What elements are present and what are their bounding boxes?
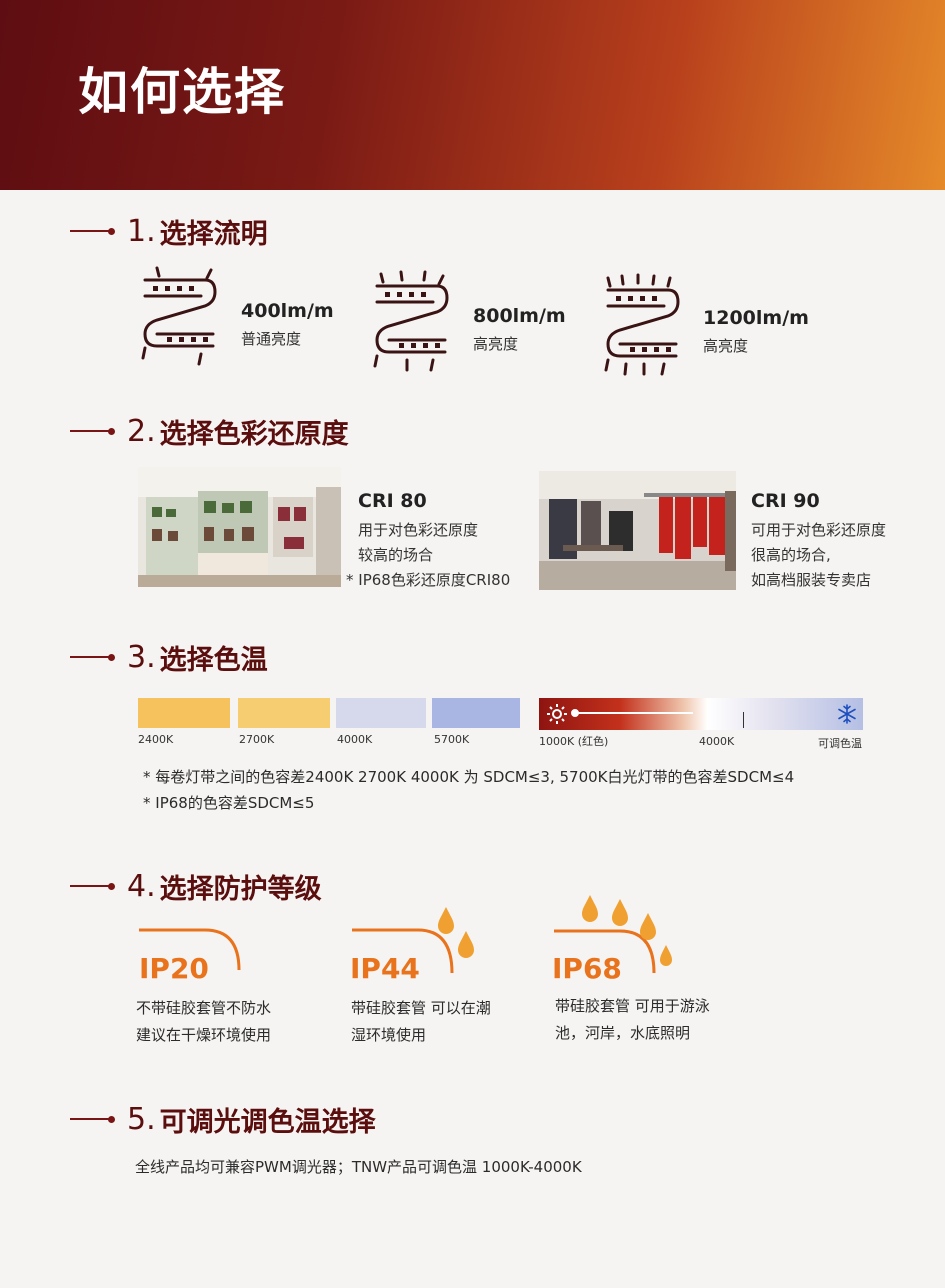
swatch-label: 4000K <box>337 733 373 746</box>
water-drop-icon <box>660 945 672 966</box>
water-drop-icon <box>612 899 628 926</box>
led-strip-icon <box>373 270 449 372</box>
cri-line: 如高档服装专卖店 <box>751 571 872 589</box>
title-dot <box>108 882 115 890</box>
ip44-desc: 带硅胶套管 可以在潮 湿环境使用 <box>351 995 491 1049</box>
section-title-cri: 2. 选择色彩还原度 <box>70 411 349 451</box>
ip-desc-line: 带硅胶套管 可以在潮 <box>351 999 491 1017</box>
cri-line: 较高的场合 <box>358 546 434 564</box>
cri-title: CRI 80 <box>358 490 427 512</box>
ip-desc-line: 不带硅胶套管不防水 <box>136 999 272 1017</box>
title-line <box>70 230 110 232</box>
lumen-desc: 普通亮度 <box>241 330 302 348</box>
ip20-icon: IP20 <box>139 928 241 985</box>
lumen-desc: 高亮度 <box>703 337 749 355</box>
cct-marker <box>743 712 744 728</box>
ip-desc-line: 带硅胶套管 可用于游泳 <box>555 997 710 1015</box>
cct-swatch-2700k <box>238 698 330 728</box>
title-dot <box>108 427 115 435</box>
water-drop-icon <box>582 895 598 922</box>
title-line <box>70 885 110 887</box>
swatch-label: 2700K <box>239 733 275 746</box>
cri-line: 很高的场合, <box>751 546 831 564</box>
lumen-value: 800lm/m <box>473 305 566 327</box>
section-label: 可调光调色温选择 <box>159 1106 376 1138</box>
water-drop-icon <box>458 931 474 958</box>
section-number: 4. <box>127 868 156 904</box>
sun-icon <box>547 704 567 724</box>
water-drop-icon <box>640 913 656 940</box>
title-line <box>70 430 110 432</box>
water-drop-icon <box>438 907 454 934</box>
ip-rating-text: IP68 <box>552 952 622 985</box>
tunable-end-label: 可调色温 <box>818 737 862 750</box>
led-strip-icon <box>141 266 217 366</box>
title-dot <box>108 227 115 235</box>
retail-shelf-photo <box>138 467 341 587</box>
ip44-icon: IP44 <box>350 907 474 985</box>
lumen-option-400: 400lm/m 普通亮度 <box>241 300 334 349</box>
section-title-cct: 3. 选择色温 <box>70 637 268 677</box>
section-label: 选择色彩还原度 <box>159 418 349 450</box>
ip-rating-text: IP44 <box>350 952 420 985</box>
tunable-cct-bar <box>539 698 863 730</box>
tunable-start-label: 1000K (红色) <box>539 735 609 748</box>
lumen-value: 400lm/m <box>241 300 334 322</box>
dimming-text: 全线产品均可兼容PWM调光器；TNW产品可调色温 1000K-4000K <box>135 1158 582 1176</box>
swatch-label: 5700K <box>434 733 470 746</box>
section-title-dimming: 5. 可调光调色温选择 <box>70 1099 376 1139</box>
ip68-desc: 带硅胶套管 可用于游泳 池，河岸，水底照明 <box>555 993 710 1047</box>
section-title-lumen: 1. 选择流明 <box>70 211 268 251</box>
cct-swatch-5700k <box>432 698 520 728</box>
section-label: 选择色温 <box>159 644 268 676</box>
ip-rating-text: IP20 <box>139 952 209 985</box>
lumen-option-800: 800lm/m 高亮度 <box>473 305 566 354</box>
section-number: 2. <box>127 413 156 449</box>
title-dot <box>108 653 115 661</box>
cri-80-text: CRI 80 用于对色彩还原度 较高的场合 * IP68色彩还原度CRI80 <box>346 489 510 593</box>
lumen-value: 1200lm/m <box>703 307 809 329</box>
ip-desc-line: 建议在干燥环境使用 <box>136 1026 272 1044</box>
section-number: 1. <box>127 213 156 249</box>
cri-line: 用于对色彩还原度 <box>358 521 479 539</box>
section-number: 5. <box>127 1101 156 1137</box>
cri-line: 可用于对色彩还原度 <box>751 521 887 539</box>
section-label: 选择流明 <box>159 218 268 250</box>
title-line <box>70 656 110 658</box>
cct-swatch-2400k <box>138 698 230 728</box>
slider-knob <box>571 709 579 717</box>
ip-desc-line: 湿环境使用 <box>351 1026 427 1044</box>
section-number: 3. <box>127 639 156 675</box>
tunable-mid-label: 4000K <box>699 735 735 748</box>
section-title-ip: 4. 选择防护等级 <box>70 866 322 906</box>
lumen-desc: 高亮度 <box>473 335 519 353</box>
cri-title: CRI 90 <box>751 490 820 512</box>
title-line <box>70 1118 110 1120</box>
led-strip-icon <box>604 273 680 376</box>
cct-note: * 每卷灯带之间的色容差2400K 2700K 4000K 为 SDCM≤3, … <box>143 768 795 786</box>
ip20-desc: 不带硅胶套管不防水 建议在干燥环境使用 <box>136 995 271 1049</box>
snowflake-icon <box>838 704 856 724</box>
header-banner: 如何选择 <box>0 0 945 190</box>
ip68-icon: IP68 <box>552 895 672 985</box>
cri-90-text: CRI 90 可用于对色彩还原度 很高的场合, 如高档服装专卖店 <box>751 489 886 593</box>
cri-note: * IP68色彩还原度CRI80 <box>346 571 511 589</box>
lumen-option-1200: 1200lm/m 高亮度 <box>703 307 809 356</box>
cct-swatch-4000k <box>336 698 426 728</box>
swatch-label: 2400K <box>138 733 174 746</box>
cct-note: * IP68的色容差SDCM≤5 <box>143 794 315 812</box>
slider-track <box>573 712 693 714</box>
ip-desc-line: 池，河岸，水底照明 <box>555 1024 691 1042</box>
title-dot <box>108 1115 115 1123</box>
section-label: 选择防护等级 <box>159 873 322 905</box>
clothing-store-photo <box>539 471 736 590</box>
page-title: 如何选择 <box>78 63 286 121</box>
